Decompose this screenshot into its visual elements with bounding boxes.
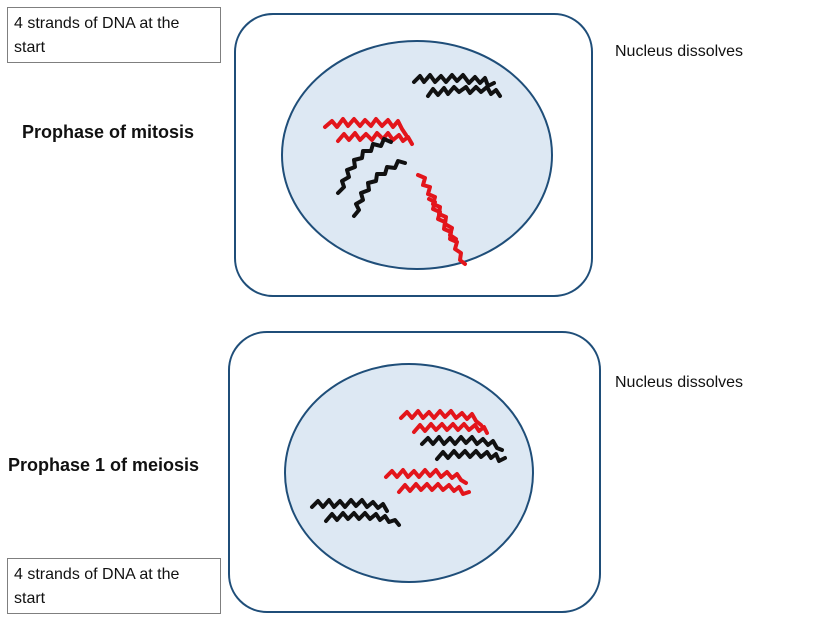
mitosis-chromosome-red-top: [323, 117, 414, 146]
mitosis-chromosome-black-top: [412, 73, 502, 98]
mitosis-nucleus-note: Nucleus dissolves: [615, 43, 744, 60]
note-bottom-text: 4 strands of DNA at the start: [14, 566, 180, 607]
mitosis-nucleus: [281, 40, 553, 270]
dna-strands-note-bottom: 4 strands of DNA at the start: [7, 558, 221, 614]
meiosis-nucleus-note: Nucleus dissolves: [615, 374, 744, 391]
meiosis-chromosome-red-top: [399, 409, 489, 435]
mitosis-chromosome-red-diagonal: [416, 173, 467, 266]
meiosis-nucleus: [284, 363, 534, 583]
meiosis-chromosome-black-bottom: [310, 498, 401, 527]
meiosis-chromosome-red-middle: [384, 468, 471, 496]
dna-strands-note-top: 4 strands of DNA at the start: [7, 7, 221, 63]
mitosis-stage-label: Prophase of mitosis: [22, 122, 195, 142]
meiosis-stage-label: Prophase 1 of meiosis: [8, 455, 200, 475]
note-top-text: 4 strands of DNA at the start: [14, 15, 180, 56]
mitosis-chromosome-black-middle: [336, 137, 407, 218]
meiosis-chromosome-black-top: [420, 435, 507, 463]
